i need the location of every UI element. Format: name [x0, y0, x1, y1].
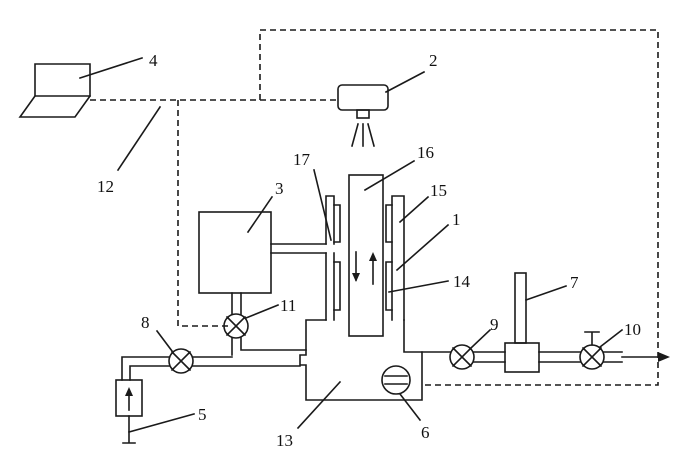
leader-line-1	[395, 223, 450, 272]
leader-line-14	[388, 280, 449, 293]
right-plate-15	[385, 195, 405, 321]
central-cell-16	[348, 174, 384, 337]
label-13: 13	[276, 431, 293, 450]
labels: 4 2 12 3 17 16 15 1 14 7 11 8 9 10 5 13 …	[97, 51, 641, 450]
label-5: 5	[198, 405, 207, 424]
computer-icon	[18, 63, 92, 118]
column-7	[504, 272, 540, 373]
label-2: 2	[429, 51, 438, 70]
pump-icon	[381, 365, 411, 395]
lower-chamber-13	[299, 319, 423, 401]
leader-line-16	[363, 159, 416, 192]
valve9-to-box-pipe	[473, 351, 506, 363]
valve11-down-pipe	[231, 337, 307, 356]
label-3: 3	[275, 179, 284, 198]
leader-line-7	[524, 284, 568, 302]
label-7: 7	[570, 273, 579, 292]
label-17: 17	[293, 150, 311, 169]
camera-icon	[337, 84, 389, 147]
leader-line-4	[78, 56, 144, 80]
leader-line-15	[398, 195, 430, 224]
label-4: 4	[149, 51, 158, 70]
label-16: 16	[417, 143, 434, 162]
leader-line-2	[384, 70, 426, 94]
left-plate-17	[325, 195, 341, 321]
box-to-valve10-pipe	[538, 351, 581, 363]
label-15: 15	[430, 181, 447, 200]
outlet-arrow-head	[658, 352, 670, 362]
leader-line-6	[398, 392, 422, 422]
outlet-pipe	[603, 351, 623, 363]
leader-line-9	[469, 328, 492, 350]
label-12: 12	[97, 177, 114, 196]
valve-10-icon	[579, 331, 605, 370]
valve11-stem	[231, 292, 242, 315]
label-6: 6	[421, 423, 430, 442]
valve-8-icon	[168, 348, 194, 374]
reservoir-box-3	[198, 211, 272, 294]
leader-line-11	[244, 303, 280, 320]
valve8-left-pipe	[121, 356, 170, 381]
leader-line-5	[128, 413, 195, 433]
label-9: 9	[490, 315, 499, 334]
label-14: 14	[453, 272, 471, 291]
leader-line-8	[155, 329, 174, 353]
leader-line-13	[296, 380, 342, 430]
leader-line-3	[246, 195, 274, 234]
label-10: 10	[624, 320, 641, 339]
signal-lines	[90, 29, 659, 386]
valve-11-icon	[223, 313, 249, 339]
flow-arrows	[352, 251, 377, 285]
leader-line-17	[313, 169, 332, 241]
label-1: 1	[452, 210, 461, 229]
leader-line-12	[116, 105, 162, 172]
label-11: 11	[280, 296, 296, 315]
container-5	[115, 379, 143, 444]
valve8-right-pipe	[192, 356, 301, 367]
label-8: 8	[141, 313, 150, 332]
leader-line-10	[598, 328, 624, 349]
valve-9-icon	[449, 344, 475, 370]
